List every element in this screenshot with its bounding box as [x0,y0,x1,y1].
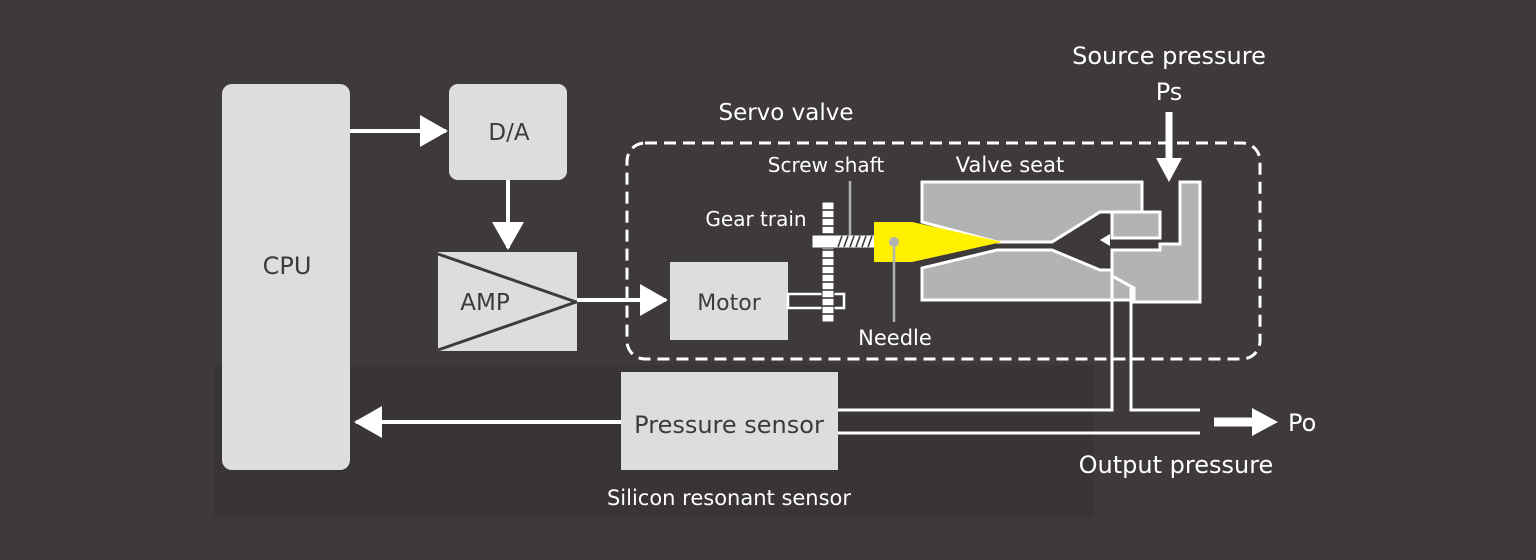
inner-flow-arrow [1100,234,1110,246]
valve-seat-upper [920,180,1144,244]
amp-label: AMP [460,290,510,316]
gear-train [821,201,835,323]
valve-body-inner [1110,210,1162,240]
amp-triangle [437,252,581,352]
screw-shaft [811,234,877,249]
servo-valve-outline [625,141,1262,361]
sensor-pipe-upper [838,276,1114,412]
output-pressure-label: Output pressure [1079,451,1274,479]
needle [874,222,1002,262]
cpu-block [222,84,350,470]
servo-valve-label: Servo valve [718,100,853,126]
output-arrowhead [1252,408,1278,436]
da-label: D/A [488,120,529,146]
motor-label: Motor [697,291,762,316]
pressure-sensor-block [621,372,838,470]
source-pressure-arrowhead [1156,158,1182,182]
cpu-label: CPU [263,252,312,280]
motor-shaft [786,292,846,310]
pressure-sensor-label: Pressure sensor [634,411,824,439]
da-block [449,84,567,180]
output-pipe-upper [1129,288,1200,412]
gear-train-label: Gear train [705,207,806,231]
needle-label: Needle [858,326,932,350]
motor-block [670,262,788,340]
ps-label: Ps [1156,78,1183,106]
po-label: Po [1288,409,1316,437]
silicon-sensor-label: Silicon resonant sensor [607,486,851,510]
source-pressure-label: Source pressure [1072,42,1266,70]
screw-shaft-label: Screw shaft [768,153,885,177]
valve-seat-label: Valve seat [956,153,1064,177]
amp-block [438,252,577,351]
